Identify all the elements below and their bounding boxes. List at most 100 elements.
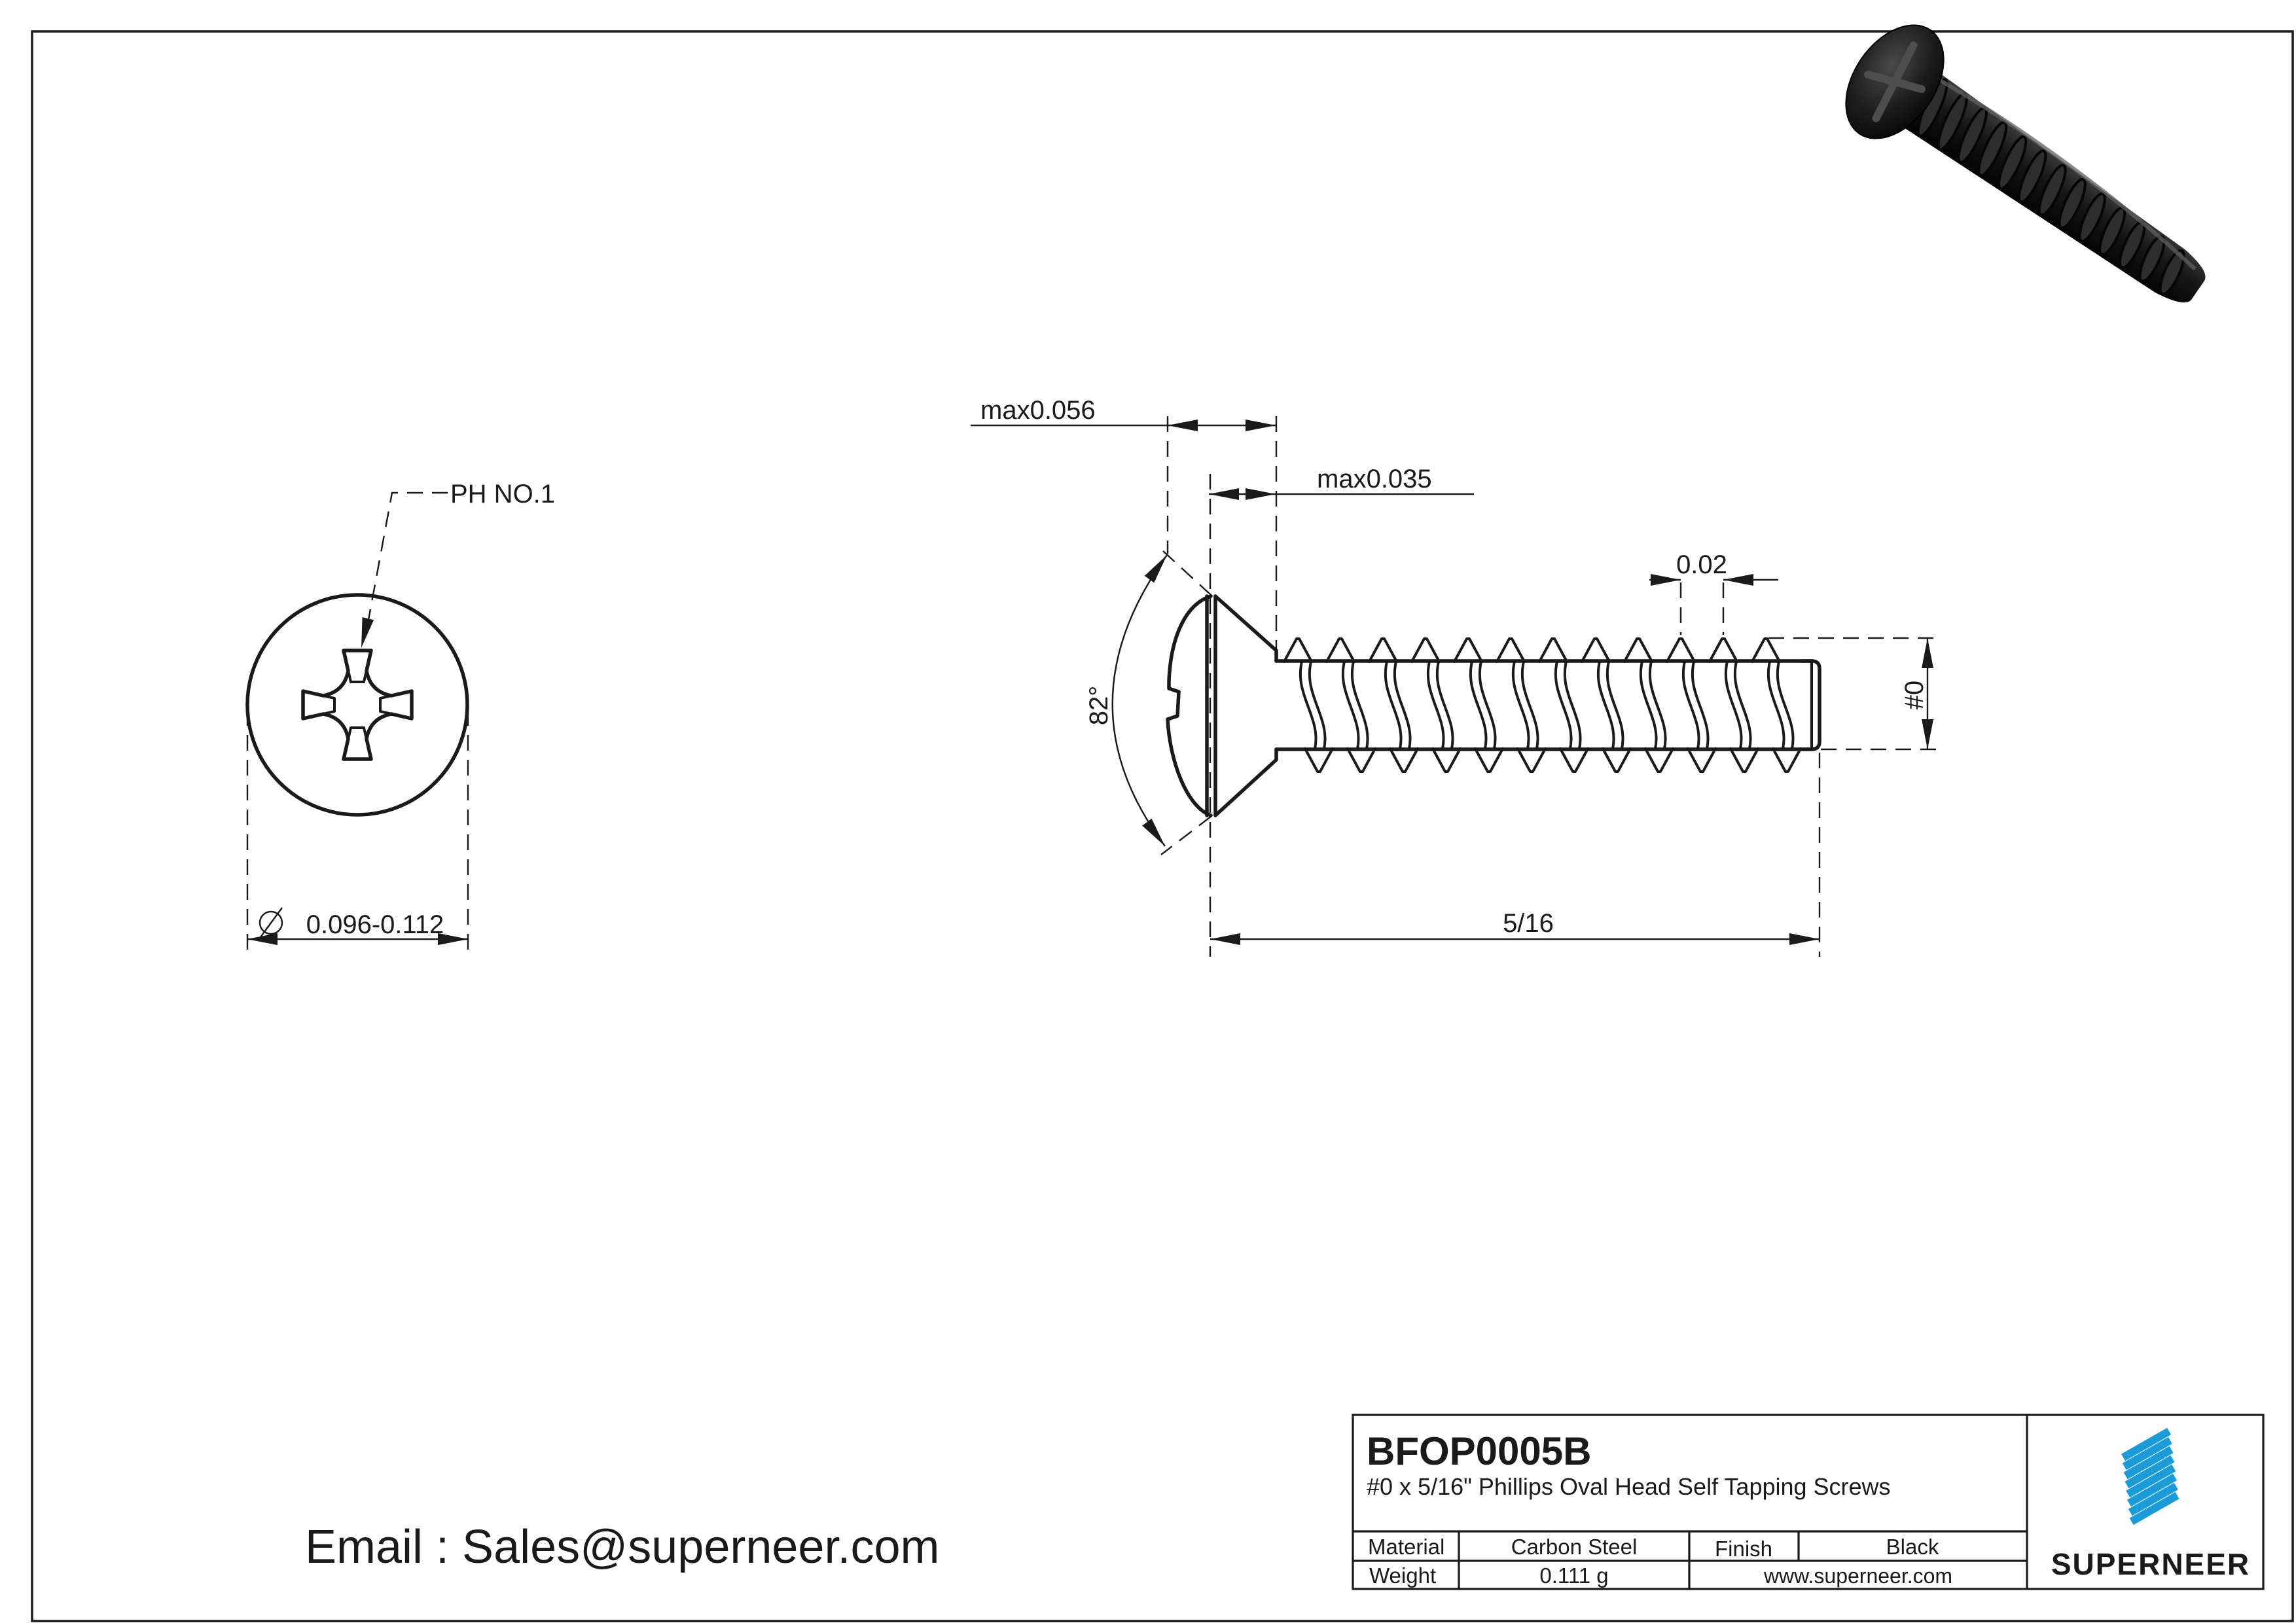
logo-stripe [2122, 1436, 2172, 1471]
thread-crest-bottom [1431, 747, 1462, 773]
thread-crest-bottom [1559, 747, 1589, 773]
screw-photo-thread-rib [2058, 178, 2087, 230]
head-angle-label: 82° [1085, 686, 1113, 726]
top-view: PH NO.1 0.096-0.112 [245, 480, 555, 957]
material-label: Material [1368, 1535, 1444, 1559]
side-view: max0.056 max0.035 82° 0.02 #0 5/16 [247, 396, 1939, 957]
dim-arrow [1144, 555, 1167, 583]
head-cone-upper [1213, 594, 1278, 663]
screw-photo-highlight [1933, 75, 2197, 271]
thread-crest-bottom [1602, 747, 1632, 773]
screw-photo-thread-rib [2138, 235, 2166, 283]
dim-arrow [1922, 638, 1933, 668]
thread-helix-line [1393, 660, 1412, 750]
thread-crest-top [1623, 637, 1653, 663]
head-dome-profile [1166, 594, 1213, 817]
head-outline-circle [245, 593, 469, 817]
angle-side-lower [1160, 815, 1212, 855]
thread-profile-group [1283, 637, 1802, 773]
dim-arrow [1651, 574, 1681, 586]
thread-helix-line [1350, 660, 1369, 750]
dim-arrow [1142, 818, 1165, 846]
thread-helix-line [1511, 660, 1530, 750]
weight-label: Weight [1369, 1563, 1436, 1588]
screw-photo-thread-rib [1998, 135, 2028, 190]
screw-photo-thread-rib [2037, 164, 2067, 217]
superneer-logo-icon [2121, 1427, 2179, 1525]
dim-arrow [1246, 419, 1276, 431]
thread-crest-bottom [1729, 747, 1759, 773]
thread-crest-bottom [1516, 747, 1547, 773]
head-height-label: max0.056 [980, 396, 1096, 425]
thread-helix-line [1691, 660, 1710, 750]
thread-crest-top [1325, 637, 1355, 663]
material-value: Carbon Steel [1511, 1535, 1638, 1559]
screw-photo-thread-rib [2017, 149, 2047, 204]
dim-arrow [1246, 488, 1276, 500]
finish-label: Finish [1715, 1537, 1772, 1561]
thread-crest-bottom [1346, 747, 1376, 773]
brand-name: SUPERNEER [2051, 1547, 2250, 1581]
thread-crest-top [1368, 637, 1398, 663]
thread-size-label: #0 [1900, 681, 1929, 710]
angle-arc [1111, 554, 1168, 847]
thread-helix-line [1520, 660, 1539, 750]
thread-crest-top [1283, 637, 1313, 663]
screw-photo-thread-rib [2078, 192, 2106, 243]
email-text: Email : Sales@superneer.com [305, 1521, 940, 1573]
head-cone-lower [1213, 747, 1278, 817]
part-number: BFOP0005B [1367, 1429, 1591, 1473]
thread-helix-line [1478, 660, 1497, 750]
phillips-recess-details [302, 649, 413, 760]
thread-helix-line [1724, 660, 1743, 750]
dimension-arrows [247, 419, 1933, 945]
dim-arrow [1209, 488, 1239, 500]
part-description: #0 x 5/16" Phillips Oval Head Self Tappi… [1367, 1473, 1891, 1500]
dim-arrow [1168, 419, 1198, 431]
screw-photo-phillips-icon [1864, 41, 1926, 122]
thread-crest-top [1581, 637, 1611, 663]
thread-crest-top [1453, 637, 1483, 663]
thread-helix-line [1776, 660, 1795, 750]
screw-photo-thread-rib [1977, 120, 2008, 177]
thread-helix-line [1648, 660, 1667, 750]
thread-helix-line [1639, 660, 1658, 750]
page-border [31, 30, 2294, 1622]
thread-helix-line [1554, 660, 1573, 750]
thread-crest-top [1410, 637, 1441, 663]
dim-arrow [247, 933, 278, 945]
thread-helix-line [1767, 660, 1785, 750]
screw-photo [1845, 24, 2206, 303]
recess-leader-line [367, 491, 448, 620]
screw-end-face [1799, 659, 1821, 751]
head-diameter-label: 0.096-0.112 [306, 910, 444, 939]
recess-callout-label: PH NO.1 [450, 480, 555, 508]
logo-stripe [2121, 1427, 2171, 1461]
website-link[interactable]: www.superneer.com [1763, 1564, 1952, 1588]
dome-height-label: max0.035 [1317, 465, 1432, 493]
phillips-recess-outline [301, 649, 414, 761]
dim-arrow [438, 933, 468, 945]
screw-photo-thread-rib [2159, 249, 2185, 296]
angle-side-upper [1162, 550, 1212, 596]
thread-helix-line [1563, 660, 1582, 750]
thread-crest-bottom [1687, 747, 1717, 773]
logo-stripe [2126, 1464, 2176, 1498]
thread-helix-line [1435, 660, 1454, 750]
thread-crest-bottom [1304, 747, 1334, 773]
thread-helix-line [1308, 660, 1327, 750]
thread-helix-line [1426, 660, 1445, 750]
screw-length-label: 5/16 [1503, 909, 1554, 938]
thread-helix-line [1341, 660, 1360, 750]
thread-helix-line [1733, 660, 1752, 750]
thread-crest-top [1538, 637, 1568, 663]
thread-helix-line [1605, 660, 1624, 750]
logo-stripe [2127, 1473, 2177, 1507]
thread-crest-bottom [1474, 747, 1504, 773]
thread-pitch-label: 0.02 [1676, 550, 1727, 579]
recess-leader-arrow [361, 617, 374, 648]
thread-crest-top [1666, 637, 1696, 663]
logo-stripe [2128, 1482, 2178, 1516]
thread-crest-bottom [1644, 747, 1674, 773]
